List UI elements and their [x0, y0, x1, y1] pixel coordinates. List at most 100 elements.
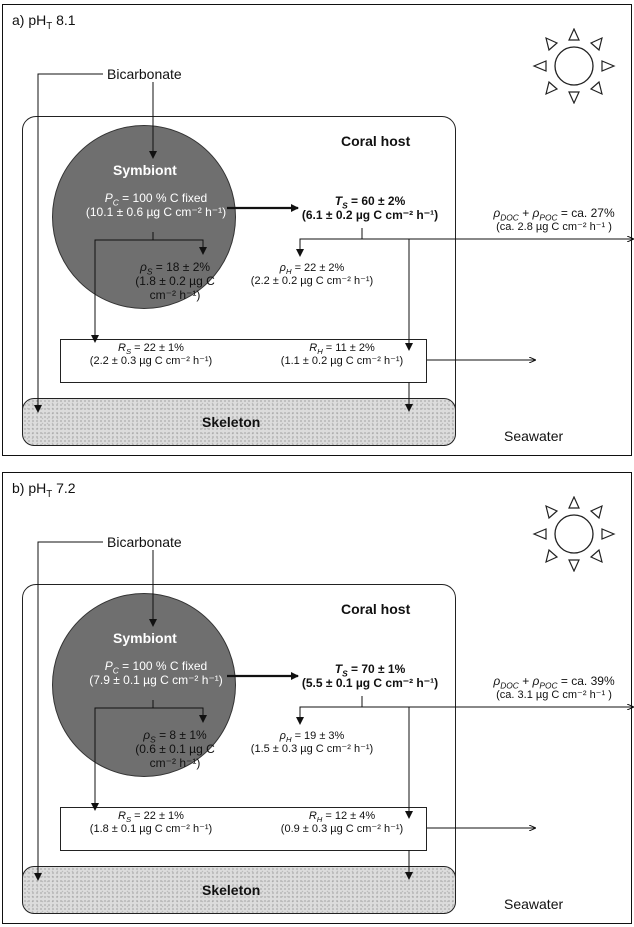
release-sub2-text: POC — [539, 212, 558, 223]
release-line2-text: (ca. 3.1 µg C cm⁻² h⁻¹ ) — [496, 688, 612, 701]
rhoh-text: ρH = 22 ± 2% (2.2 ± 0.2 µg C cm⁻² h⁻¹) — [226, 262, 398, 287]
ts-line1-sub-text: S — [342, 668, 348, 679]
ts-line1-sub-text: S — [342, 200, 348, 211]
symbiont-branch-lines — [91, 700, 154, 811]
flow-arrows — [34, 73, 634, 413]
rh-line1-pre-text: R — [308, 810, 317, 822]
release-post-text: = ca. 27% — [557, 206, 615, 220]
bicarbonate-label: Bicarbonate — [107, 534, 182, 550]
rhos-text: ρS = 8 ± 1% (0.6 ± 0.1 µg C cm⁻² h⁻¹) — [115, 728, 235, 770]
rhoh-text: ρH = 19 ± 3% (1.5 ± 0.3 µg C cm⁻² h⁻¹) — [226, 730, 398, 755]
flow-arrows — [34, 541, 634, 881]
ts-text: TS = 70 ± 1% (5.5 ± 0.1 µg C cm⁻² h⁻¹) — [290, 662, 450, 691]
rhos-line3-text: cm⁻² h⁻¹) — [149, 287, 201, 302]
diagram-shape — [554, 514, 594, 554]
rs-line1-post-text: = 22 ± 1% — [131, 342, 184, 354]
ts-line2-text: (5.5 ± 0.1 µg C cm⁻² h⁻¹) — [301, 675, 439, 690]
diagram-shape — [545, 504, 559, 520]
ph-text: 7.2 — [52, 480, 76, 496]
pc-line2-text: (7.9 ± 0.1 µg C cm⁻² h⁻¹) — [89, 672, 223, 687]
release-sub2-text: POC — [539, 680, 558, 691]
diagram-shape — [589, 504, 603, 520]
bicarbonate-label: Bicarbonate — [107, 66, 182, 82]
diagram-shape — [568, 559, 580, 572]
rhoh-line2-text: (2.2 ± 0.2 µg C cm⁻² h⁻¹) — [250, 274, 374, 287]
diagram-shape — [601, 528, 616, 540]
pc-line1-post-text: = 100 % C fixed — [118, 191, 208, 205]
label-text: b) pH — [12, 480, 47, 496]
respiration-box — [60, 339, 427, 383]
ts-line1-post-text: = 60 ± 2% — [347, 194, 406, 208]
rs-line1-sub-text: S — [125, 347, 132, 357]
rhos-line3-text: cm⁻² h⁻¹) — [149, 755, 201, 770]
panel-b: b) pHT 7.2 — [0, 468, 634, 926]
diagram-shape — [545, 80, 559, 96]
diagram-shape — [568, 28, 580, 41]
panel-a: a) pHT 8.1 — [0, 0, 634, 458]
rh-line1-pre-text: R — [309, 342, 318, 354]
ts-line1-post-text: = 70 ± 1% — [347, 662, 406, 676]
seawater-label: Seawater — [504, 428, 564, 444]
panel-frame — [2, 472, 632, 924]
diagram-shape — [589, 80, 603, 96]
diagram-shape — [545, 548, 559, 564]
label-text: a) pH — [12, 12, 47, 28]
pc-line1-sub-text: C — [112, 665, 119, 676]
diagram-shape — [568, 496, 580, 509]
rh-text: RH = 11 ± 2% (1.1 ± 0.2 µg C cm⁻² h⁻¹) — [262, 342, 422, 367]
skeleton-box — [22, 398, 456, 446]
panel-frame — [2, 4, 632, 456]
rhoh-line1-pre-text: ρ — [279, 730, 286, 742]
rhos-line1-sub-text: S — [150, 734, 156, 745]
release-sub1-text: DOC — [500, 680, 519, 691]
ph-text: 8.1 — [52, 12, 76, 28]
rhoh-line1-post-text: = 22 ± 2% — [291, 262, 345, 274]
release-sub1-text: DOC — [500, 212, 519, 223]
rs-line2-text: (1.8 ± 0.1 µg C cm⁻² h⁻¹) — [89, 822, 213, 835]
diagram-shape — [532, 60, 547, 72]
panel-label: b) pHT 7.2 — [12, 480, 76, 499]
host-branch-lines — [296, 228, 363, 257]
rhoh-line2-text: (1.5 ± 0.3 µg C cm⁻² h⁻¹) — [250, 742, 374, 755]
diagram-shape — [589, 548, 603, 564]
symbiont-circle — [52, 593, 236, 777]
pc-line1-pre-text: P — [104, 191, 113, 205]
release-post-text: = ca. 39% — [557, 674, 615, 688]
ts-text: TS = 60 ± 2% (6.1 ± 0.2 µg C cm⁻² h⁻¹) — [290, 194, 450, 223]
sun-icon — [532, 28, 616, 104]
rhos-line2-text: (0.6 ± 0.1 µg C — [135, 741, 215, 756]
diagram-shape — [568, 91, 580, 104]
diagram-shape — [589, 36, 603, 52]
seawater-label: Seawater — [504, 896, 564, 912]
symbiont-label: Symbiont — [113, 162, 177, 178]
rhos-text: ρS = 18 ± 2% (1.8 ± 0.2 µg C cm⁻² h⁻¹) — [115, 260, 235, 302]
pc-line2-text: (10.1 ± 0.6 µg C cm⁻² h⁻¹) — [85, 204, 227, 219]
diagram-shape — [545, 36, 559, 52]
diagram-shape — [554, 46, 594, 86]
rs-line2-text: (2.2 ± 0.3 µg C cm⁻² h⁻¹) — [89, 354, 213, 367]
rhoh-line1-post-text: = 19 ± 3% — [291, 730, 345, 742]
host-branch-lines — [296, 696, 363, 725]
skeleton-label: Skeleton — [202, 414, 261, 430]
rs-text: RS = 22 ± 1% (1.8 ± 0.1 µg C cm⁻² h⁻¹) — [66, 810, 236, 835]
rs-line1-post-text: = 22 ± 1% — [131, 810, 184, 822]
rh-line1-post-text: = 11 ± 2% — [322, 342, 375, 354]
doc-poc-text: ρDOC + ρPOC = ca. 27% (ca. 2.8 µg C cm⁻²… — [476, 206, 632, 233]
release-plus-text: + — [518, 674, 533, 688]
rs-line1-pre-text: R — [118, 810, 126, 822]
release-line2-text: (ca. 2.8 µg C cm⁻² h⁻¹ ) — [496, 220, 612, 233]
rhoh-line1-pre-text: ρ — [279, 262, 286, 274]
release-plus-text: + — [518, 206, 533, 220]
pc-line1-sub-text: C — [112, 197, 119, 208]
bicarbonate-to-skeleton-arrow — [34, 541, 103, 881]
skeleton-label: Skeleton — [202, 882, 261, 898]
rh-line1-post-text: = 12 ± 4% — [322, 810, 376, 822]
rhoh-line1-sub-text: H — [285, 267, 292, 277]
diagram-shape — [153, 239, 207, 255]
ts-line1-pre-text: T — [334, 194, 343, 208]
sun-icon — [532, 496, 616, 572]
rh-line2-text: (1.1 ± 0.2 µg C cm⁻² h⁻¹) — [280, 354, 404, 367]
label-sub-text: T — [46, 20, 53, 32]
rh-line2-text: (0.9 ± 0.3 µg C cm⁻² h⁻¹) — [280, 822, 404, 835]
respiration-box — [60, 807, 427, 851]
